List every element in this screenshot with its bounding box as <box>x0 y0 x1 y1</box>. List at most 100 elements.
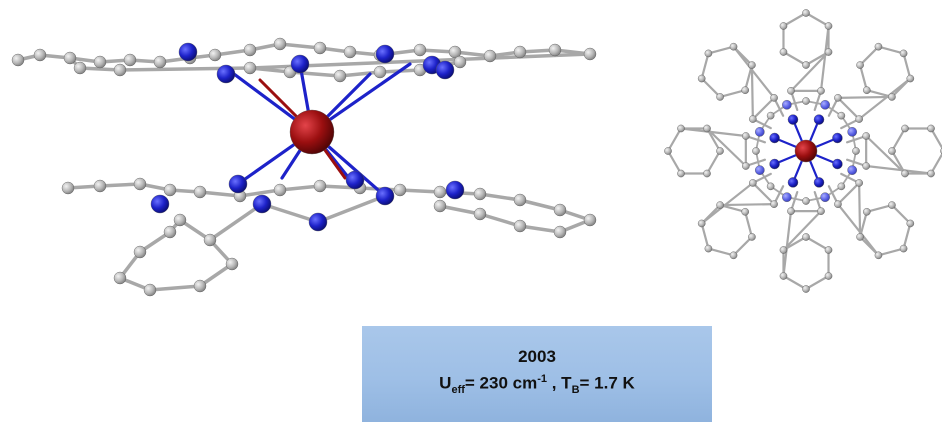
bond <box>705 127 747 168</box>
carbon-atom <box>787 207 795 215</box>
bond <box>198 190 242 198</box>
bond <box>705 149 722 175</box>
bond <box>518 224 562 234</box>
bond <box>751 181 776 206</box>
nitrogen-atom <box>375 186 395 206</box>
carbon-atom <box>766 182 775 191</box>
bond <box>877 45 905 55</box>
carbon-atom <box>779 48 788 56</box>
carbon-atom <box>11 53 25 67</box>
carbon-atom <box>433 185 447 199</box>
bond <box>208 202 264 242</box>
bond <box>98 182 142 188</box>
bond <box>248 66 292 74</box>
bond <box>804 274 830 291</box>
carbon-atom <box>899 49 908 58</box>
carbon-atom <box>113 63 127 77</box>
nitrogen-atom <box>252 194 272 214</box>
bond <box>750 63 754 121</box>
bond <box>782 274 808 291</box>
ueff-unit-superscript: -1 <box>537 373 547 386</box>
bond <box>804 235 830 252</box>
bond <box>707 247 735 257</box>
carbon-atom <box>874 42 883 51</box>
bond <box>782 210 823 252</box>
carbon-atom <box>787 87 795 95</box>
carbon-atom <box>729 251 738 260</box>
bond <box>789 50 830 92</box>
carbon-atom <box>855 115 863 123</box>
nitrogen-atom <box>228 174 248 194</box>
nitrogen-atom <box>375 44 395 64</box>
nitrogen-atom <box>435 60 455 80</box>
bond <box>707 45 735 55</box>
carbon-atom <box>741 86 749 94</box>
carbon-atom <box>824 272 833 280</box>
bond <box>700 52 710 80</box>
caption-separator: , <box>547 374 562 394</box>
bond <box>836 181 861 206</box>
bond <box>718 89 747 99</box>
carbon-atom <box>33 48 47 62</box>
carbon-atom <box>243 43 257 57</box>
carbon-atom <box>834 94 842 102</box>
side-view-structure <box>11 37 597 297</box>
nitrogen-atom <box>345 170 365 190</box>
carbon-atom <box>313 41 327 55</box>
nitrogen-atom <box>832 132 843 144</box>
carbon-atom <box>343 45 357 59</box>
nitrogen-atom <box>178 42 198 62</box>
carbon-atom <box>473 207 487 221</box>
bond <box>751 96 776 121</box>
caption-properties: Ueff= 230 cm-1 , TB= 1.7 K <box>439 368 635 401</box>
nitrogen-atom <box>813 114 825 125</box>
bond <box>890 127 907 153</box>
bond <box>278 184 322 192</box>
nitrogen-atom <box>769 132 780 144</box>
carbon-atom <box>483 49 497 63</box>
top-view-structure <box>664 9 942 293</box>
carbon-atom <box>704 49 713 58</box>
carbon-atom <box>453 55 467 69</box>
ueff-value: = 230 cm <box>464 374 538 394</box>
nitrogen-atom <box>308 212 328 232</box>
carbon-atom <box>413 43 427 57</box>
carbon-atom <box>888 93 896 101</box>
carbon-atom <box>874 251 883 260</box>
bond <box>316 194 387 224</box>
bond <box>718 203 776 207</box>
nitrogen-atom <box>847 127 857 137</box>
carbon-atom <box>716 201 724 209</box>
nitrogen-atom <box>820 100 830 110</box>
bond <box>679 127 747 138</box>
carbon-atom <box>553 225 567 239</box>
bond <box>836 203 880 257</box>
bond <box>819 24 830 92</box>
carbon-atom <box>742 162 750 170</box>
nitrogen-atom <box>832 158 843 170</box>
carbon-atom <box>143 283 157 297</box>
carbon-atom <box>862 162 870 170</box>
carbon-atom <box>863 86 871 94</box>
carbon-atom <box>193 185 207 199</box>
bond <box>666 149 683 175</box>
carbon-atom <box>61 181 75 195</box>
carbon-atom <box>113 271 127 285</box>
nitrogen-atom <box>847 165 857 175</box>
bond <box>732 235 754 257</box>
carbon-atom <box>273 183 287 197</box>
carbon-atom <box>163 183 177 197</box>
carbon-atom <box>729 42 738 51</box>
tb-symbol: T <box>561 374 572 394</box>
carbon-atom <box>153 55 167 69</box>
bond <box>865 203 894 213</box>
carbon-atom <box>824 48 833 56</box>
bond <box>877 247 905 257</box>
carbon-atom <box>770 94 778 102</box>
carbon-atom <box>901 124 909 133</box>
carbon-atom <box>824 246 833 254</box>
carbon-atom <box>208 48 222 62</box>
carbon-atom <box>779 272 788 280</box>
nitrogen-atom <box>782 100 792 110</box>
